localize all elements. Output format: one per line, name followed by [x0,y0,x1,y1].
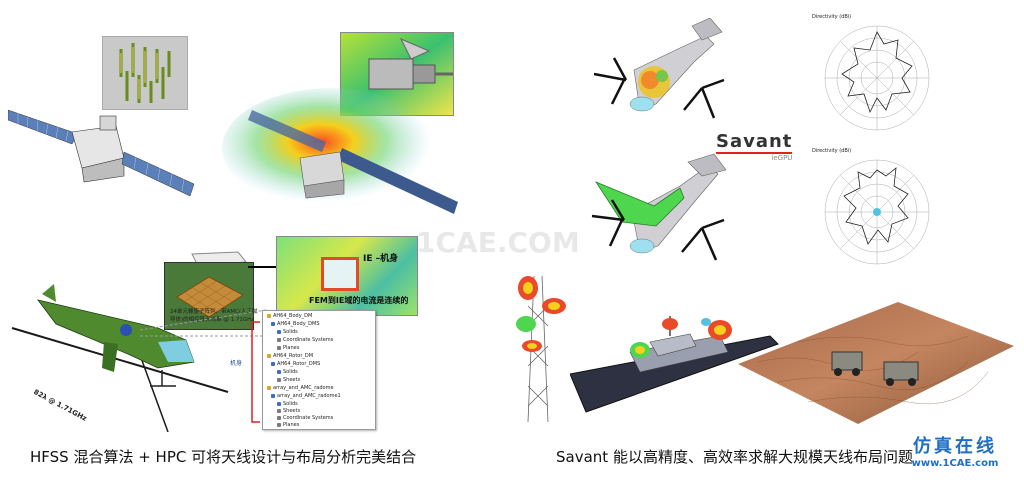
coordinate-icon [277,337,281,342]
folder-icon [271,321,275,326]
tree-item[interactable]: Planes [277,345,299,351]
folder-icon [267,313,271,318]
ie-fem-field-panel: IE –机身 FEM到IE域的电流是连续的 [276,236,418,316]
site-watermark-url: www.1CAE.com [911,458,999,469]
tree-item[interactable]: Coordinate Systems [277,415,333,421]
site-watermark-title: 仿真在线 [913,436,997,457]
helicopter-model [11,284,229,432]
array-panel-image [164,262,254,330]
vehicle-icon [831,351,863,376]
folder-icon [267,353,271,358]
sheet-icon [277,408,281,413]
tree-item[interactable]: Planes [277,422,299,428]
ship-model [570,316,779,413]
folder-icon [267,385,271,390]
tree-item[interactable]: Solids [277,329,298,335]
right-caption: Savant 能以高精度、高效率求解大规模天线布局问题 [556,448,913,466]
array-note: 24单元螺旋子阵列，带AMC(人工磁导体)的相控阵天线罩 @ 1.71GHz [170,309,258,323]
coordinate-icon [277,415,281,420]
tiltrotor-model-bottom [591,153,727,261]
polar-plot-bottom: Directivity (dBi) [812,148,942,268]
savant-logo-text: Savant [716,131,793,154]
site-watermark: 仿真在线 www.1CAE.com [890,436,1020,469]
tree-item[interactable]: Solids [277,401,298,407]
polar-grid [824,159,930,265]
polar-plot-title: Directivity (dBi) [812,14,852,20]
ie-region-box [321,257,359,291]
solid-icon [277,369,281,374]
tree-item[interactable]: Sheets [277,377,300,383]
array-thumbnail [102,36,188,110]
solid-icon [277,329,281,334]
tree-item[interactable]: AH64_Rotor_DMS [271,361,320,367]
connector-dashes [140,309,267,337]
satellite-wireframe [8,109,195,197]
tree-item[interactable]: array_and_AMC_radome1 [271,393,341,399]
tree-item[interactable]: Sheets [277,408,300,414]
ie-label: IE –机身 [363,254,399,264]
tiltrotor-model-top [593,18,725,119]
satellite-field-simulation [222,88,458,214]
vehicle-icon [883,361,919,386]
left-caption: HFSS 混合算法 + HPC 可将天线设计与布局分析完美结合 [30,448,417,466]
plane-icon [277,345,281,350]
polar-grid [824,25,930,131]
fuselage-label: 机身 [230,360,243,367]
tree-item[interactable]: Coordinate Systems [277,337,333,343]
tree-item[interactable]: Solids [277,369,298,375]
antenna-tower-model [516,275,566,422]
polar-plot-title: Directivity (dBi) [812,148,852,154]
terrain-model [738,302,1014,424]
folder-icon [271,393,275,398]
savant-logo: Savant ieGPU [716,131,793,162]
tree-item[interactable]: AH64_Body_DMS [271,321,320,327]
tree-item[interactable]: AH64_Body_DM [267,313,312,319]
solid-icon [277,401,281,406]
folder-icon [271,361,275,366]
sheet-icon [277,377,281,382]
model-tree-panel: AH64_Body_DM AH64_Body_DMS Solids Coordi… [262,310,376,430]
plane-icon [277,422,281,427]
helical-array-graphic [119,43,171,103]
tree-item[interactable]: AH64_Rotor_DM [267,353,313,359]
polar-plot-top: Directivity (dBi) [812,14,942,134]
tree-item[interactable]: array_and_AMC_radome [267,385,334,391]
savant-logo-sub: ieGPU [771,154,793,162]
center-watermark: 1CAE.COM [416,226,580,259]
fem-label: FEM到IE域的电流是连续的 [309,296,409,305]
